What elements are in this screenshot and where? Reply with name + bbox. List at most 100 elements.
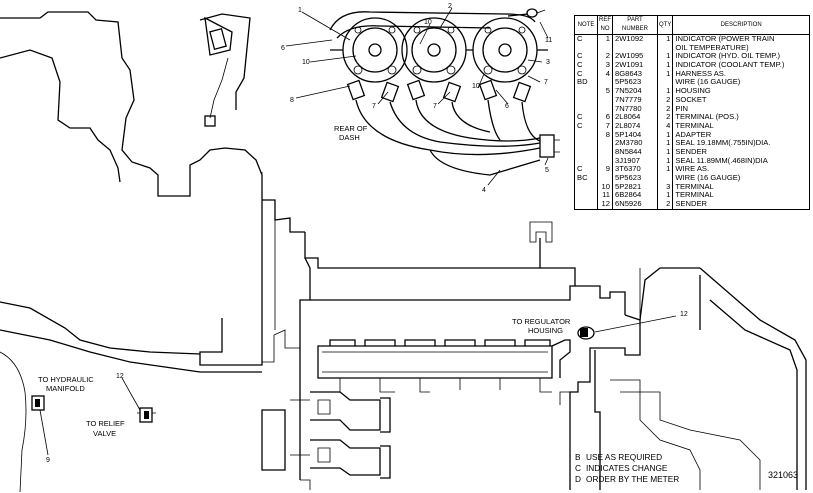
table-cell: 2 <box>597 52 613 62</box>
sender-relief-valve <box>137 407 156 423</box>
table-cell: 1 <box>656 139 674 148</box>
table-cell: 4 <box>597 69 613 79</box>
table-cell: 1 <box>656 130 674 140</box>
table-cell: 3 <box>597 60 613 70</box>
ref-7a: 7 <box>372 103 376 110</box>
callout-relief-1: TO RELIEF <box>86 419 125 428</box>
ref-3: 3 <box>546 59 550 66</box>
table-row: OIL TEMPERATURE) <box>574 43 810 53</box>
legend-code: C <box>575 463 581 473</box>
legend-text: INDICATES CHANGE <box>586 463 668 473</box>
table-cell: 1 <box>656 156 674 166</box>
table-cell: C <box>574 34 598 44</box>
ref-8: 8 <box>290 97 294 104</box>
table-cell: 2 <box>656 199 674 210</box>
table-cell <box>574 130 598 140</box>
table-cell: 8 <box>597 130 613 140</box>
ref-2: 2 <box>448 3 452 10</box>
table-cell: SEAL 19.18MM(.755IN)DIA. <box>672 139 810 148</box>
table-cell <box>574 95 598 105</box>
table-cell: 1 <box>597 34 613 44</box>
table-cell <box>597 147 613 157</box>
callout-regulator-1: TO REGULATOR <box>512 317 571 326</box>
callout-rear-of-dash-1: REAR OF <box>334 124 368 133</box>
table-cell: 5 <box>597 87 613 96</box>
table-cell: WIRE (16 GAUGE) <box>672 78 810 88</box>
table-cell <box>574 182 598 192</box>
table-cell: 6 <box>597 113 613 122</box>
legend-row-c: C INDICATES CHANGE <box>575 463 679 474</box>
callout-hydraulic-2: MANIFOLD <box>46 384 85 393</box>
table-cell: C <box>574 121 598 131</box>
table-cell: 1 <box>656 191 674 201</box>
table-cell: SOCKET <box>672 95 810 105</box>
table-cell: 1 <box>656 52 674 62</box>
table-cell: SEAL 11.89MM(.468IN)DIA <box>672 156 810 166</box>
leader-lines <box>39 7 677 456</box>
table-cell: TERMINAL <box>672 121 810 131</box>
table-cell <box>597 95 613 105</box>
legend-text: ORDER BY THE METER <box>586 474 680 484</box>
ref-10c: 10 <box>472 83 480 90</box>
ref-10a: 10 <box>424 19 432 26</box>
table-cell: BC <box>574 173 598 183</box>
ref-11: 11 <box>545 37 552 44</box>
table-cell: 2 <box>656 95 674 105</box>
header-description: DESCRIPTION <box>672 15 810 35</box>
machine-frame-outline <box>0 11 305 493</box>
header-ref-no: REF NO <box>597 15 613 35</box>
ref-10b: 10 <box>302 59 310 66</box>
table-cell: 9 <box>597 165 613 174</box>
table-cell <box>574 139 598 148</box>
ref-numbers: 1 2 10 6 10 8 7 7 10 6 7 3 11 5 4 12 12 … <box>46 3 688 464</box>
table-cell <box>574 200 598 210</box>
ref-6b: 6 <box>505 103 509 110</box>
parts-table-header: NOTE REF NO PART NUMBER QTY DESCRIPTION <box>574 15 810 35</box>
table-cell: HOUSING <box>672 87 810 96</box>
ref-9: 9 <box>46 457 50 464</box>
table-cell: 1 <box>656 87 674 96</box>
table-cell <box>574 191 598 201</box>
callout-regulator-2: HOUSING <box>528 326 563 335</box>
dash-bracket <box>204 16 233 127</box>
table-cell: TERMINAL (POS.) <box>672 113 810 122</box>
ref-5: 5 <box>545 167 549 174</box>
table-cell: INDICATOR (COOLANT TEMP.) <box>672 60 810 70</box>
table-cell: TERMINAL <box>672 191 810 201</box>
table-cell: 7 <box>597 121 613 131</box>
callout-rear-of-dash-2: DASH <box>339 133 360 142</box>
ref-4: 4 <box>482 187 486 194</box>
table-cell <box>574 87 598 96</box>
ref-6a: 6 <box>281 45 285 52</box>
table-cell: PIN <box>672 104 810 114</box>
figure-number: 321063 <box>768 470 799 480</box>
table-cell: BD <box>574 78 598 88</box>
ref-7b: 7 <box>433 103 437 110</box>
table-cell: 12 <box>597 199 613 210</box>
table-cell <box>574 147 598 157</box>
table-cell: 2 <box>656 104 674 114</box>
table-cell: ADAPTER <box>672 130 810 140</box>
table-cell: 1 <box>656 34 674 44</box>
parts-table: NOTE REF NO PART NUMBER QTY DESCRIPTION … <box>574 15 810 210</box>
table-cell <box>597 43 613 53</box>
legend-text: USE AS REQUIRED <box>586 452 663 462</box>
table-cell: 1 <box>656 60 674 70</box>
table-cell: 6N5926 <box>612 199 658 210</box>
table-cell: 1 <box>656 69 674 79</box>
